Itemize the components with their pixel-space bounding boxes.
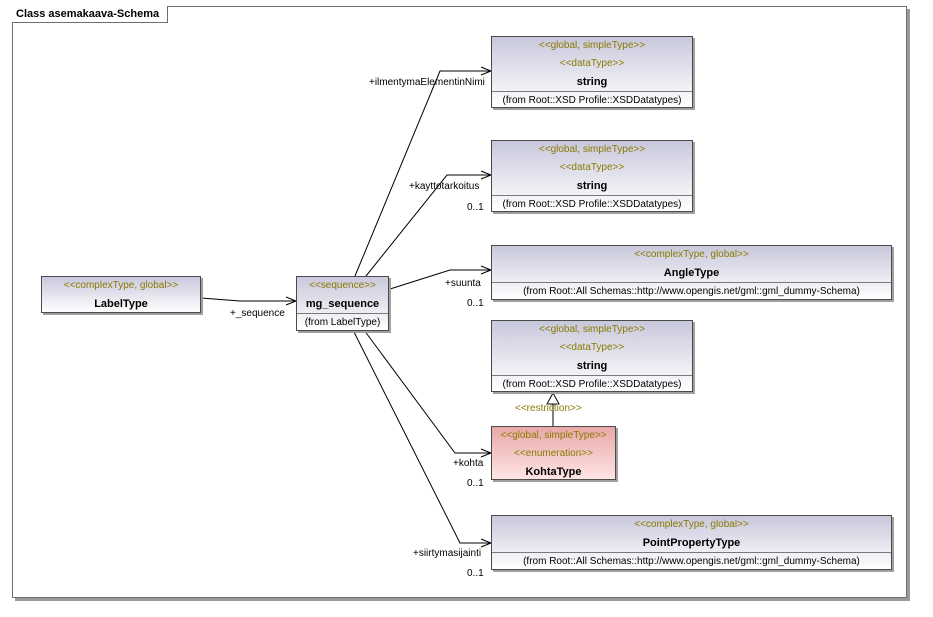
stereotype: <<enumeration>> (514, 448, 593, 459)
role-suunta: +suunta (445, 278, 481, 289)
box-string-2[interactable]: <<global, simpleType>> <<dataType>> stri… (491, 140, 693, 212)
class-name: LabelType (94, 298, 148, 310)
stereotype: <<complexType, global>> (63, 280, 179, 291)
from-package: (from Root::XSD Profile::XSDDatatypes) (492, 91, 692, 110)
from-package: (from Root::All Schemas::http://www.open… (492, 552, 891, 571)
stereotype: <<dataType>> (559, 58, 625, 69)
box-string-1[interactable]: <<global, simpleType>> <<dataType>> stri… (491, 36, 693, 108)
stereotype: <<global, simpleType>> (538, 144, 646, 155)
role-sequence: +_sequence (230, 308, 285, 319)
role-kayttotarkoitus: +kayttotarkoitus (409, 181, 480, 192)
stereotype: <<global, simpleType>> (538, 324, 646, 335)
stereotype: <<complexType, global>> (634, 519, 749, 530)
restriction-label: <<restriction>> (515, 403, 582, 414)
box-label-type[interactable]: <<complexType, global>> LabelType (41, 276, 201, 313)
class-name: AngleType (663, 267, 720, 279)
role-siirtymasijainti: +siirtymasijainti (413, 548, 482, 559)
connector-ilmentyma (354, 70, 491, 277)
connector-suunta (389, 269, 491, 290)
from-package: (from Root::All Schemas::http://www.open… (492, 282, 891, 301)
stereotype: <<complexType, global>> (634, 249, 749, 260)
stereotype: <<global, simpleType>> (500, 430, 607, 441)
class-name: KohtaType (525, 466, 582, 478)
from-package: (from Root::XSD Profile::XSDDatatypes) (492, 195, 692, 214)
box-kohta-type[interactable]: <<global, simpleType>> <<enumeration>> K… (491, 426, 616, 480)
from-package: (from Root::XSD Profile::XSDDatatypes) (492, 375, 692, 394)
arrowhead-restriction (546, 391, 560, 405)
multiplicity-suunta: 0..1 (467, 298, 484, 309)
box-point-property-type[interactable]: <<complexType, global>> PointPropertyTyp… (491, 515, 892, 570)
connector-sequence (200, 297, 296, 302)
role-kohta: +kohta (453, 458, 484, 469)
box-mg-sequence[interactable]: <<sequence>> mg_sequence (from LabelType… (296, 276, 389, 331)
stereotype: <<sequence>> (309, 280, 376, 291)
box-angle-type[interactable]: <<complexType, global>> AngleType (from … (491, 245, 892, 300)
box-string-3[interactable]: <<global, simpleType>> <<dataType>> stri… (491, 320, 693, 392)
multiplicity-kohta: 0..1 (467, 478, 484, 489)
stereotype: <<dataType>> (559, 342, 625, 353)
class-name: PointPropertyType (642, 537, 741, 549)
multiplicity-siirtymasijainti: 0..1 (467, 568, 484, 579)
class-name: mg_sequence (305, 298, 380, 310)
connector-kohta (363, 329, 491, 454)
diagram-title: Class asemakaava-Schema (12, 6, 169, 23)
connector-siirtymasijainti (352, 329, 491, 544)
class-name: string (576, 76, 608, 88)
class-name: string (576, 180, 608, 192)
role-ilmentyma: +ilmentymaElementinNimi (369, 77, 485, 88)
connector-kayttotarkoitus (365, 174, 491, 277)
class-name: string (576, 360, 608, 372)
multiplicity-kayttotarkoitus: 0..1 (467, 202, 484, 213)
stereotype: <<global, simpleType>> (538, 40, 646, 51)
from-package: (from LabelType) (297, 313, 388, 332)
stereotype: <<dataType>> (559, 162, 625, 173)
